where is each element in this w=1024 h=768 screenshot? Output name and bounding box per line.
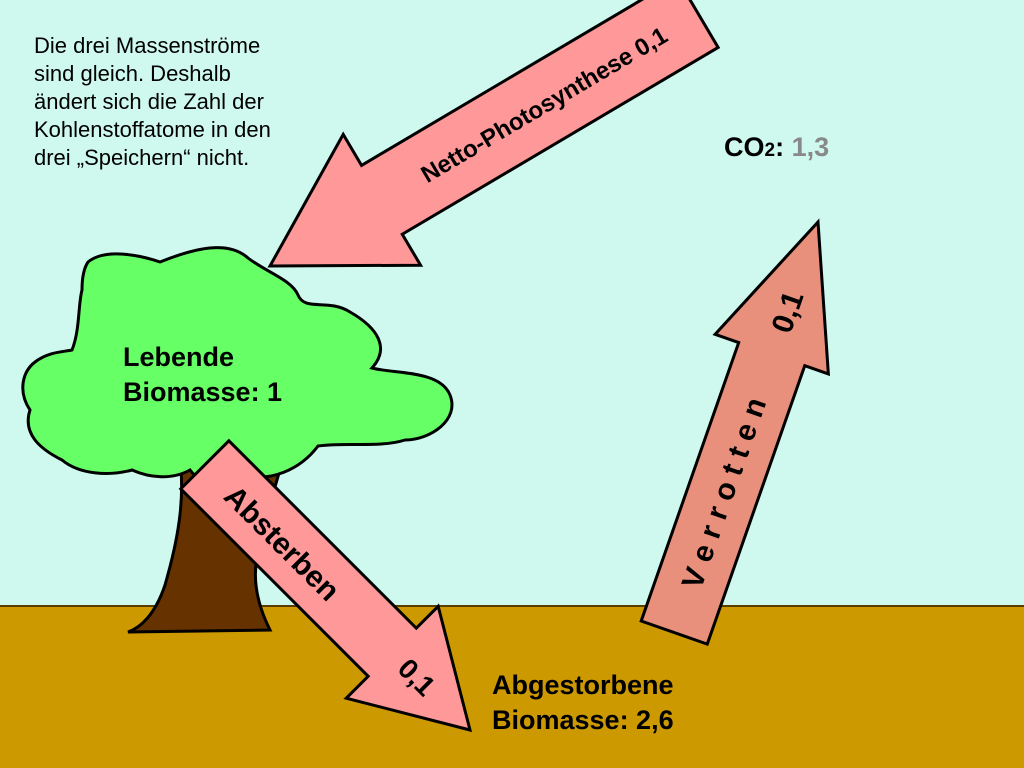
dead-biomass-label: Abgestorbene Biomasse: 2,6 xyxy=(492,670,674,735)
ground xyxy=(0,606,1024,768)
explanation-note: Die drei Massenströme sind gleich. Desha… xyxy=(34,33,271,170)
dying-arrow: 0,1 Absterben xyxy=(178,438,473,733)
tree-crown xyxy=(21,246,454,485)
photosynthesis-label: Netto-Photosynthese 0,1 xyxy=(417,22,673,188)
living-biomass-label: Lebende Biomasse: 1 xyxy=(123,342,283,407)
rotting-arrow: 0,1 V e r r o t t e n xyxy=(639,218,831,647)
co2-colon: : xyxy=(775,132,785,162)
co2-value: 1,3 xyxy=(791,132,830,162)
co2-label: CO2: 1,3 xyxy=(724,132,829,163)
co2-subscript: 2 xyxy=(764,140,776,161)
co2-name: CO xyxy=(724,132,765,162)
